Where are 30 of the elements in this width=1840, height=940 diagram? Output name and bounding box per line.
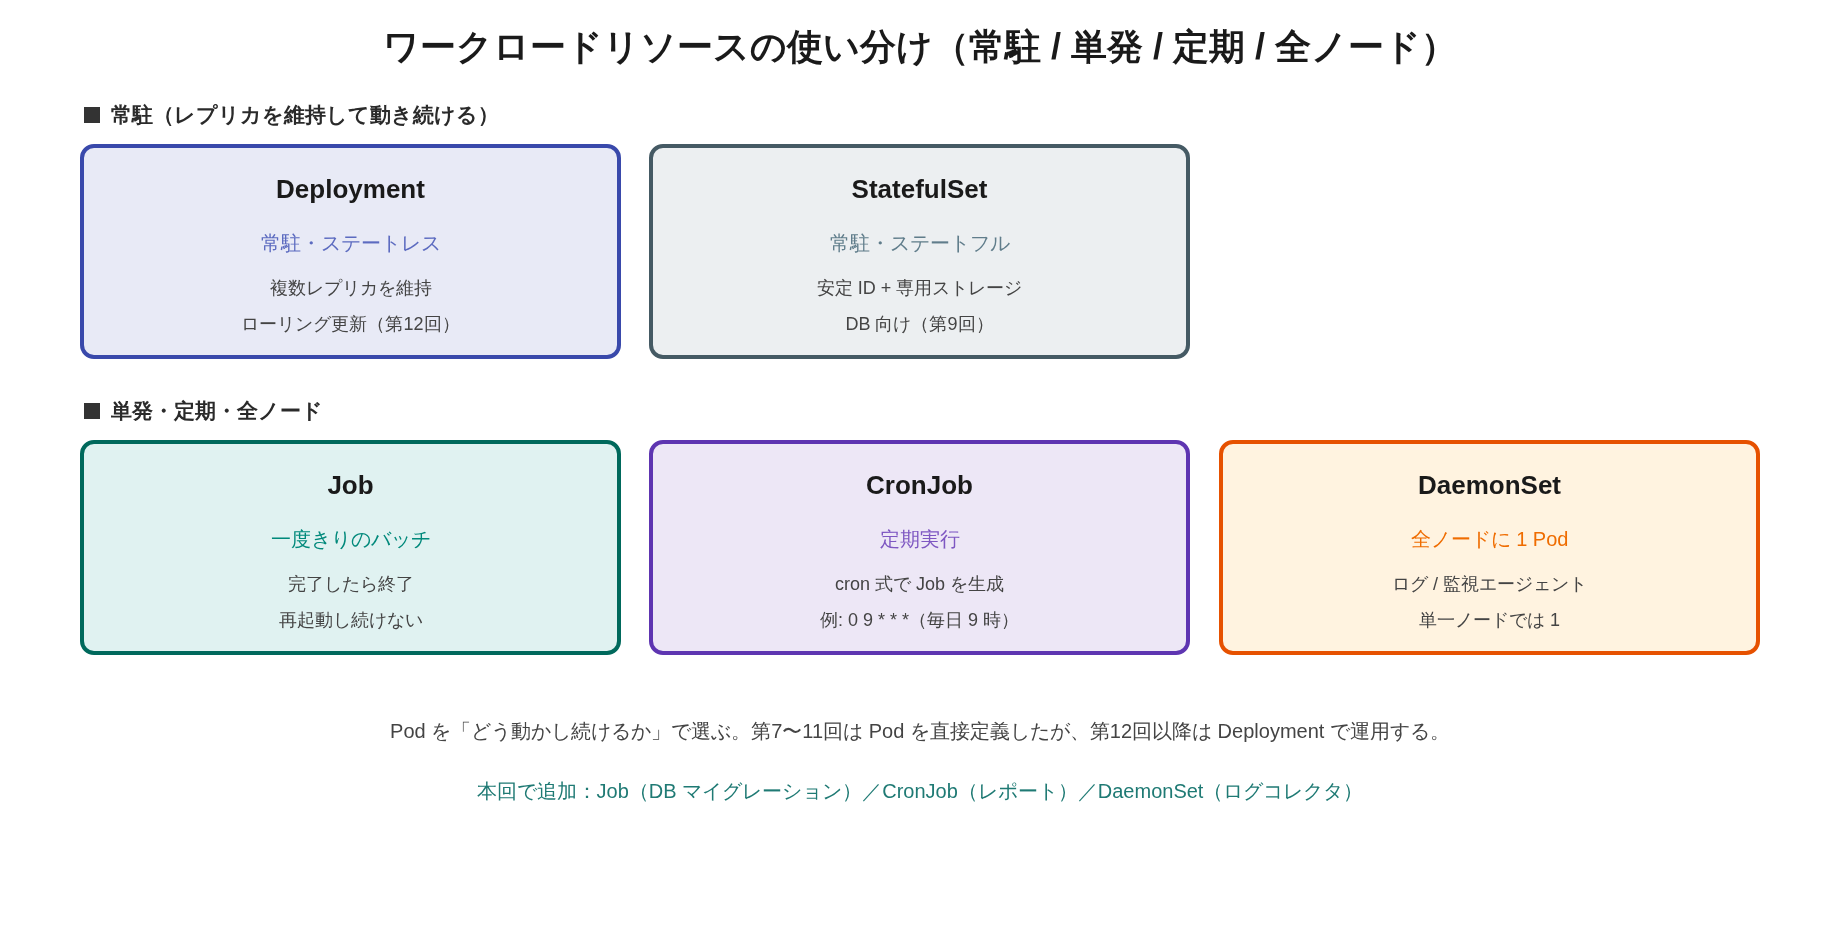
card-text: cron 式で Job を生成 xyxy=(835,574,1004,596)
note-text: 本回で追加：Job（DB マイグレーション）／CronJob（レポート）／DaemonSet（ログコレクタ） xyxy=(476,778,1364,804)
note-text: Pod を「どう動かし続けるか」で選ぶ。第7〜11回は Pod を直接定義したが、第12回以降は Deployment で運用する。 xyxy=(390,718,1450,744)
card-text: 単一ノードでは 1 xyxy=(1419,610,1560,632)
resource-card xyxy=(1219,440,1760,655)
card-title: StatefulSet xyxy=(851,174,988,206)
card-subtitle: 全ノードに 1 Pod xyxy=(1410,527,1569,551)
card-title: Job xyxy=(327,470,374,502)
card-subtitle: 定期実行 xyxy=(879,527,960,551)
card-text: ログ / 監視エージェント xyxy=(1392,574,1587,596)
diagram-title: ワークロードリソースの使い分け（常駐 / 単発 / 定期 / 全ノード） xyxy=(383,24,1457,69)
card-text: 完了したら終了 xyxy=(287,574,414,596)
card-text: ローリング更新（第12回） xyxy=(241,314,460,336)
card-text: DB 向け（第9回） xyxy=(845,314,994,336)
card-title: Deployment xyxy=(276,174,425,206)
card-subtitle: 常駐・ステートレス xyxy=(260,231,441,255)
resource-card xyxy=(80,440,621,655)
card-subtitle: 一度きりのバッチ xyxy=(270,527,431,551)
card-text: 再起動し続けない xyxy=(278,610,423,632)
resource-card xyxy=(649,144,1190,359)
card-text: 複数レプリカを維持 xyxy=(269,278,432,300)
section-heading: 常駐（レプリカを維持して動き続ける） xyxy=(111,102,499,128)
card-title: DaemonSet xyxy=(1418,470,1561,502)
resource-card xyxy=(80,144,621,359)
card-text: 例: 0 9 * * *（毎日 9 時） xyxy=(819,610,1020,632)
card-text: 安定 ID + 専用ストレージ xyxy=(816,278,1023,300)
resource-card xyxy=(649,440,1190,655)
card-title: CronJob xyxy=(866,470,973,502)
section-heading: 単発・定期・全ノード xyxy=(111,398,323,424)
card-subtitle: 常駐・ステートフル xyxy=(829,231,1010,255)
